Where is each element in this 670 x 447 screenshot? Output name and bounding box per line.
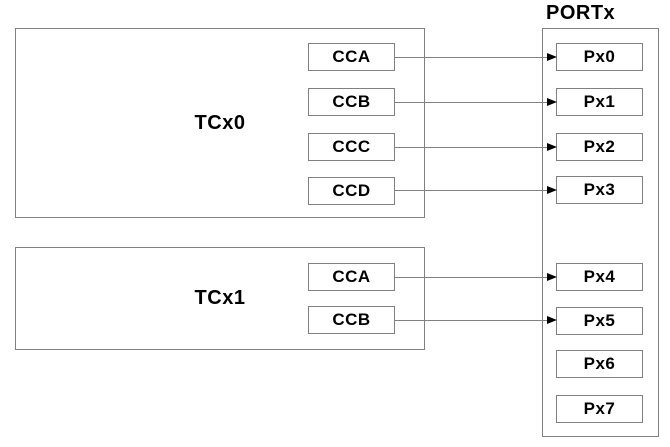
port-pin-px6: Px6	[556, 350, 643, 378]
port-pin-px7: Px7	[556, 395, 643, 423]
tcx1-label: TCx1	[194, 287, 246, 309]
port-pin-px2: Px2	[556, 133, 643, 161]
timer-block-tcx1: TCx1 CCA CCB	[15, 247, 425, 350]
port-pin-px3: Px3	[556, 176, 643, 204]
arrowhead-icon-px5	[547, 316, 557, 324]
tcx1-channel-ccb: CCB	[308, 306, 395, 334]
arrowhead-icon-px4	[547, 273, 557, 281]
arrowhead-icon-px3	[547, 186, 557, 194]
tcx0-channel-ccb: CCB	[308, 88, 395, 116]
timer-block-tcx0: TCx0 CCA CCB CCC CCD	[15, 28, 425, 218]
tcx1-channel-cca: CCA	[308, 263, 395, 291]
tcx0-channel-ccc: CCC	[308, 133, 395, 161]
tcx0-label: TCx0	[194, 111, 246, 134]
port-pin-px5: Px5	[556, 307, 643, 335]
tcx0-channel-cca: CCA	[308, 43, 395, 71]
connector-line-tcx0-ccd-px3	[395, 190, 547, 191]
port-block: Px0 Px1 Px2 Px3 Px4 Px5 Px6 Px7	[542, 28, 659, 437]
arrowhead-icon-px1	[547, 98, 557, 106]
port-title: PORTx	[546, 2, 616, 24]
tcx0-channel-ccd: CCD	[308, 177, 395, 205]
connector-line-tcx0-cca-px0	[395, 57, 547, 58]
connector-line-tcx1-cca-px4	[395, 277, 547, 278]
port-pin-px4: Px4	[556, 263, 643, 291]
arrowhead-icon-px0	[547, 53, 557, 61]
port-pin-px1: Px1	[556, 88, 643, 116]
arrowhead-icon-px2	[547, 143, 557, 151]
port-pin-px0: Px0	[556, 43, 643, 71]
connector-line-tcx1-ccb-px5	[395, 320, 547, 321]
connector-line-tcx0-ccb-px1	[395, 102, 547, 103]
connector-line-tcx0-ccc-px2	[395, 147, 547, 148]
